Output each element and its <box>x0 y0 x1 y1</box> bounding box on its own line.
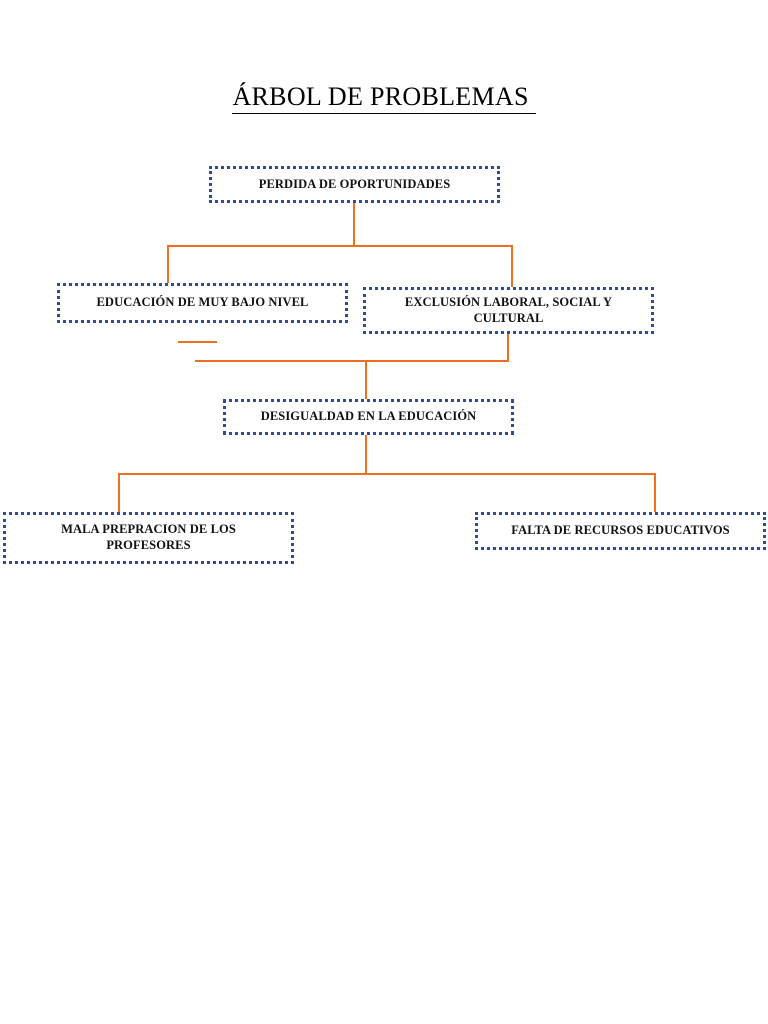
connector-to-exclusion <box>511 245 513 287</box>
node-educacion-bajo-nivel[interactable]: EDUCACIÓN DE MUY BAJO NIVEL <box>57 283 348 323</box>
connector-root-stem <box>353 202 355 246</box>
node-exclusion-laboral[interactable]: EXCLUSIÓN LABORAL, SOCIAL Y CULTURAL <box>363 287 654 334</box>
node-falta-recursos-educativos[interactable]: FALTA DE RECURSOS EDUCATIVOS <box>475 512 766 550</box>
connector-to-desigualdad <box>365 360 367 400</box>
node-label: FALTA DE RECURSOS EDUCATIVOS <box>511 523 730 538</box>
connector-level3-bus <box>118 473 656 475</box>
page-title-text: ÁRBOL DE PROBLEMAS <box>232 82 536 114</box>
node-label: EXCLUSIÓN LABORAL, SOCIAL Y CULTURAL <box>404 294 613 325</box>
connector-exclusion-down <box>507 333 509 362</box>
node-label: PERDIDA DE OPORTUNIDADES <box>258 176 451 191</box>
connector-stub-educacion <box>178 341 217 343</box>
node-perdida-oportunidades[interactable]: PERDIDA DE OPORTUNIDADES <box>209 166 500 203</box>
page-title: ÁRBOL DE PROBLEMAS <box>0 82 768 114</box>
node-mala-preparacion-profesores[interactable]: MALA PREPRACION DE LOS PROFESORES <box>3 512 294 564</box>
node-label: EDUCACIÓN DE MUY BAJO NIVEL <box>96 295 309 310</box>
connector-to-falta-recursos <box>654 473 656 513</box>
connector-to-educacion <box>167 245 169 284</box>
connector-level1-bus <box>167 245 513 247</box>
connector-to-mala-preparacion <box>118 473 120 513</box>
connector-level2-bus <box>195 360 509 362</box>
node-label: MALA PREPRACION DE LOS PROFESORES <box>61 522 236 552</box>
node-label: DESIGUALDAD EN LA EDUCACIÓN <box>260 409 477 424</box>
connector-desigualdad-stem <box>365 434 367 474</box>
node-desigualdad-educacion[interactable]: DESIGUALDAD EN LA EDUCACIÓN <box>223 399 514 435</box>
